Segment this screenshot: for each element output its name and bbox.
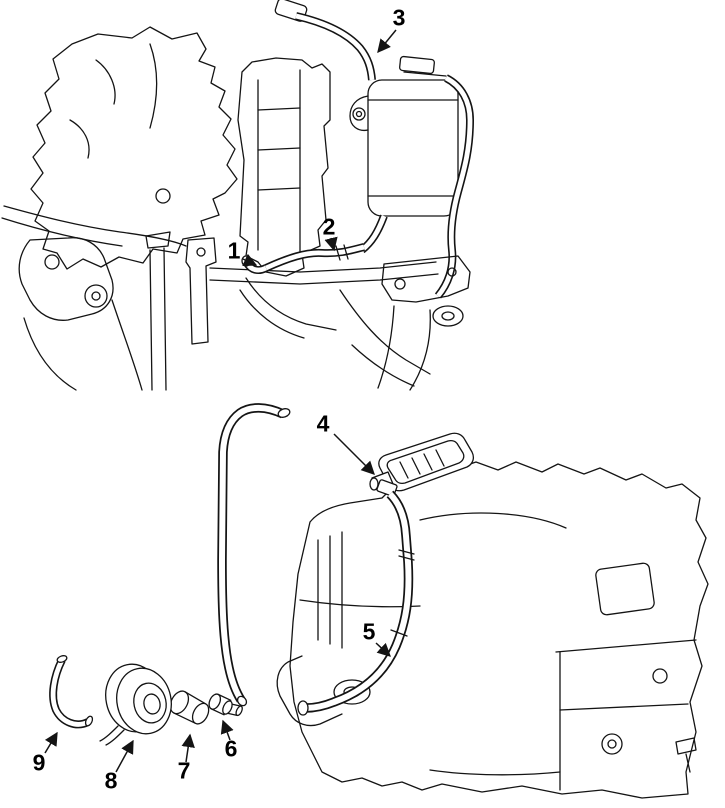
callout-2: 2 [322,213,336,240]
callout-5: 5 [362,618,376,645]
callout-4: 4 [316,410,330,437]
hose-3 [274,0,376,81]
leader-line-6 [220,719,234,741]
leader-line-3 [377,29,397,54]
leader-lines-upper [242,29,397,267]
callout-9: 9 [32,749,46,776]
callout-1: 1 [227,237,241,264]
leader-line-7 [181,733,195,763]
hose-2 [264,214,388,272]
fuel-filter-assembly [349,55,475,391]
connector-7 [169,690,210,725]
callout-7: 7 [177,757,191,784]
fitting-6 [208,693,243,717]
leader-line-5 [375,642,391,657]
leader-line-9 [44,731,58,754]
hose-9 [49,655,94,729]
fitting-1 [241,255,268,275]
engine-outline-lower [276,432,709,799]
leader-line-4 [333,433,375,475]
leader-line-2 [324,236,338,252]
lower-illustration [44,403,709,799]
callout-3: 3 [392,4,406,31]
cylinder-block-outline [209,57,439,387]
leader-line-8 [115,739,134,773]
leader-line-1 [242,253,258,267]
callout-8: 8 [104,767,118,794]
powerhead-outline [30,26,238,270]
midsection-outline [1,205,217,391]
grommet-8 [99,663,172,746]
hose-4 [217,403,291,707]
callout-6: 6 [224,735,238,762]
hose-5 [297,479,415,716]
leader-lines-lower [44,433,391,773]
upper-illustration [1,0,475,391]
